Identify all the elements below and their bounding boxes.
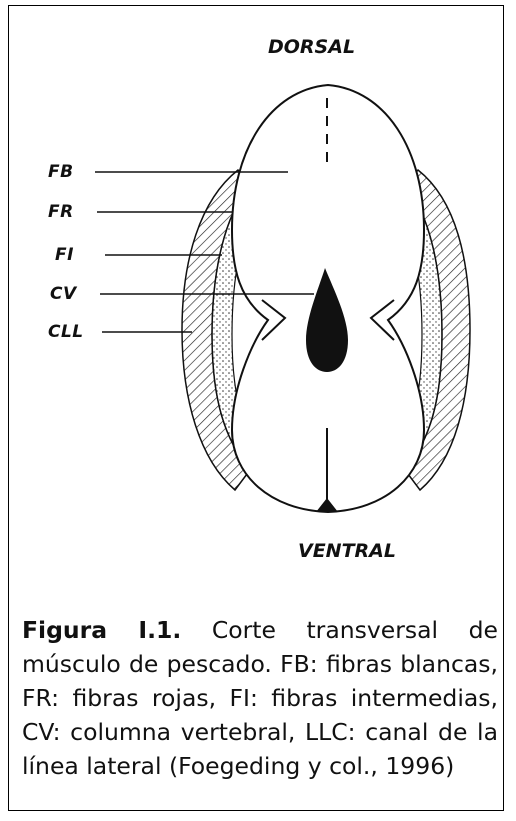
ventral-label: VENTRAL	[298, 540, 396, 562]
label-cll: CLL	[48, 322, 84, 342]
label-fb: FB	[48, 162, 74, 182]
figure-caption: Figura I.1. Corte transversal de músculo…	[22, 613, 498, 783]
label-fr: FR	[48, 202, 74, 222]
figure-number: Figura I.1.	[22, 616, 181, 644]
label-cv: CV	[50, 284, 77, 304]
dorsal-label: DORSAL	[268, 36, 355, 58]
label-fi: FI	[55, 245, 74, 265]
